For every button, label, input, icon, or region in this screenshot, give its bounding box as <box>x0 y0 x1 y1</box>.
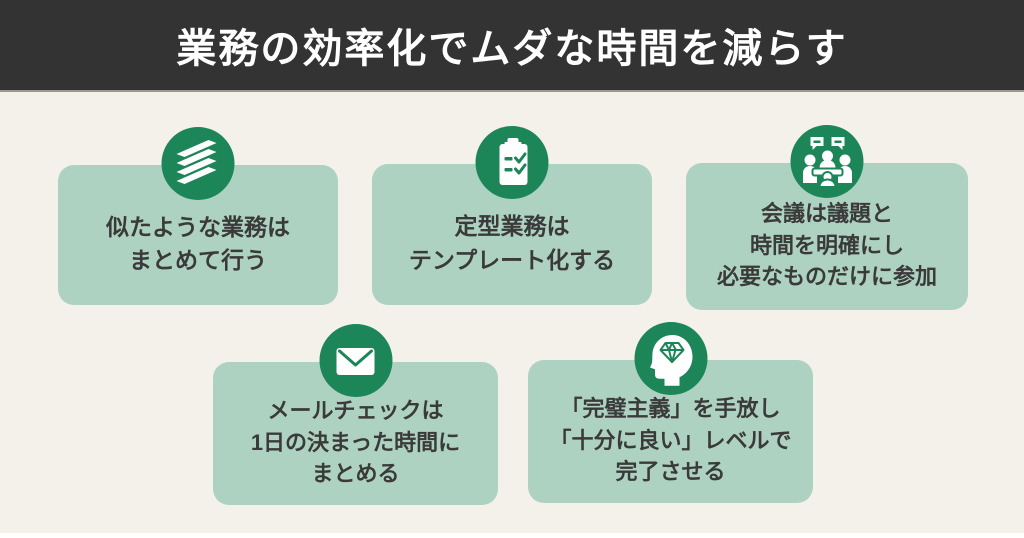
card-text-line: まとめて行う <box>129 247 267 273</box>
card-perfectionism: 「完璧主義」を手放し 「十分に良い」レベルで 完了させる <box>528 322 813 503</box>
card-template-routine-work: 定型業務は テンプレート化する <box>372 126 652 305</box>
page-title: 業務の効率化でムダな時間を減らす <box>176 27 848 71</box>
card-text-line: 「完璧主義」を手放し <box>560 395 781 421</box>
card-text-line: 定型業務は <box>454 213 570 240</box>
card-text-line: 会議は議題と <box>760 200 893 226</box>
card-meetings: 会議は議題と 時間を明確にし 必要なものだけに参加 <box>686 125 968 310</box>
card-text-line: 必要なものだけに参加 <box>716 264 937 290</box>
mail-icon <box>319 324 392 397</box>
card-text-line: 「十分に良い」レベルで <box>549 427 792 453</box>
card-text-line: 1日の決まった時間に <box>250 429 461 455</box>
card-text-line: 似たような業務は <box>106 213 290 240</box>
card-text-line: メールチェックは <box>267 397 444 423</box>
card-text-line: 時間を明確にし <box>749 232 904 258</box>
card-text-line: まとめる <box>311 461 400 487</box>
header-bar: 業務の効率化でムダな時間を減らす <box>0 0 1024 92</box>
card-batch-similar-tasks: 似たような業務は まとめて行う <box>58 127 338 305</box>
mind-icon <box>634 322 707 395</box>
card-text-line: テンプレート化する <box>408 246 616 273</box>
checklist-icon <box>475 126 549 199</box>
bottom-margin-strip <box>0 533 1024 538</box>
card-email-check: メールチェックは 1日の決まった時間に まとめる <box>213 324 498 505</box>
meeting-icon <box>790 125 864 198</box>
card-text-line: 完了させる <box>615 459 726 485</box>
layers-icon <box>161 127 235 200</box>
